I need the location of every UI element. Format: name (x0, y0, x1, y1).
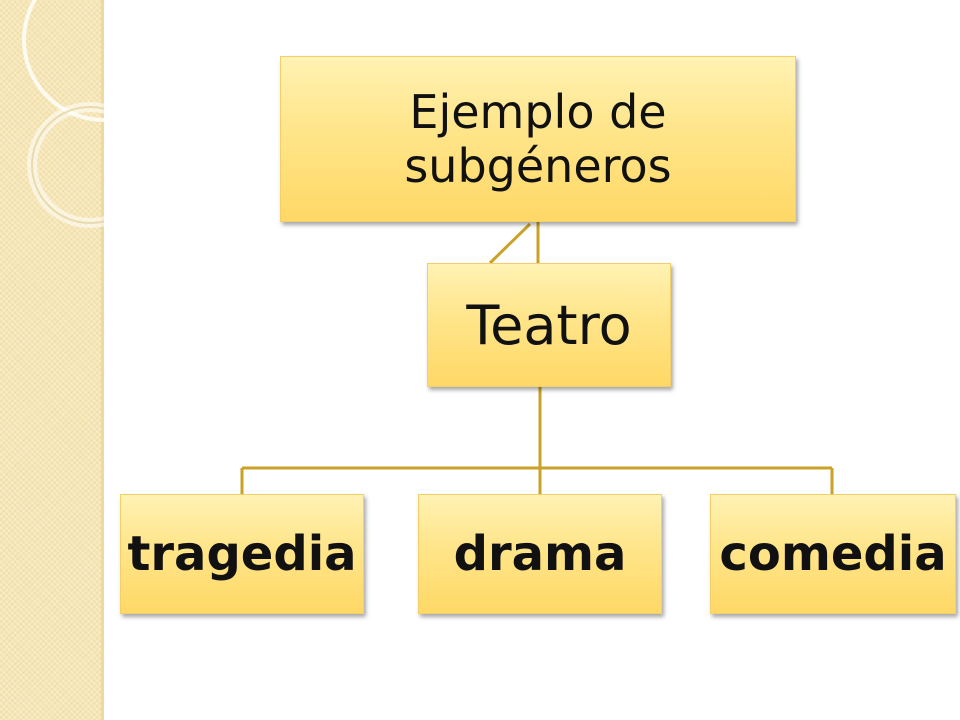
tragedia-node-label: tragedia (127, 526, 357, 582)
root-node-label: Ejemplo de subgéneros (404, 85, 672, 193)
teatro-node-label: Teatro (466, 293, 632, 357)
teatro-node: Teatro (427, 263, 671, 387)
root-node: Ejemplo de subgéneros (280, 56, 796, 222)
comedia-node-label: comedia (719, 526, 947, 582)
decorative-side-band (0, 0, 104, 720)
comedia-node: comedia (710, 494, 956, 614)
drama-node-label: drama (453, 526, 627, 582)
decorative-circles (22, 0, 104, 228)
connector-root-to-teatro-diagonal (488, 222, 532, 265)
tragedia-node: tragedia (120, 494, 364, 614)
drama-node: drama (418, 494, 662, 614)
